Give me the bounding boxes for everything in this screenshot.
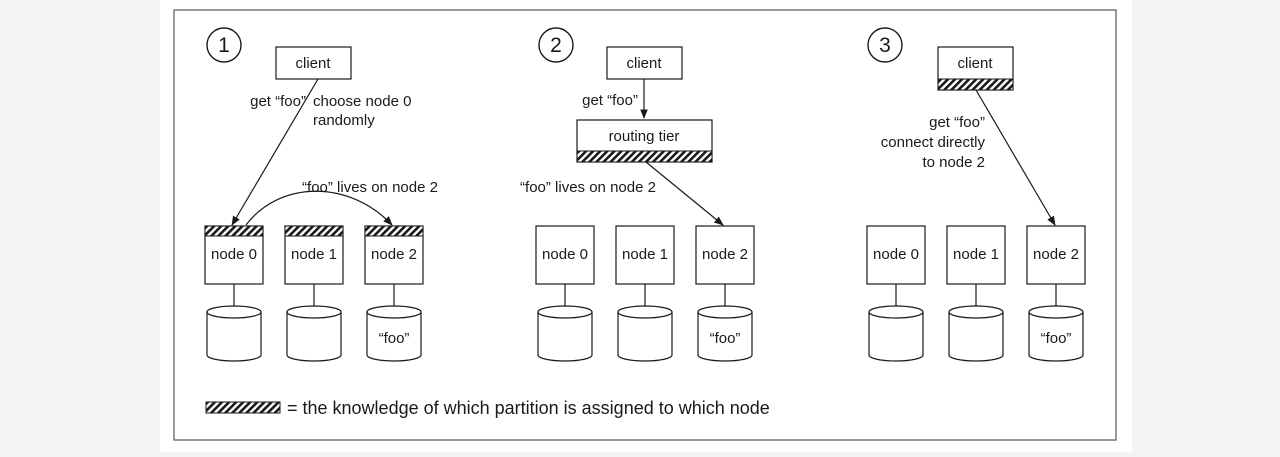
node-label: node 1 [622, 246, 668, 263]
legend-text: = the knowledge of which partition is as… [287, 398, 770, 418]
database-cylinder [617, 305, 673, 362]
get-foo-label: get “foo” [582, 92, 638, 109]
client-label: client [626, 55, 662, 72]
node-label: node 2 [1033, 246, 1079, 263]
node-label: node 1 [291, 246, 337, 263]
client-label: client [295, 55, 331, 72]
database-content: “foo” [1041, 330, 1072, 347]
node-box [615, 225, 675, 285]
node-label: node 0 [211, 246, 257, 263]
routing-tier-label: routing tier [609, 128, 680, 145]
node-box [866, 225, 926, 285]
node-box [695, 225, 755, 285]
client-box [275, 46, 352, 80]
node-label: node 0 [542, 246, 588, 263]
request-arrow [975, 89, 1056, 226]
node-box [946, 225, 1006, 285]
database-cylinder [286, 305, 342, 362]
database-cylinder [868, 305, 924, 362]
diagram-frame [173, 9, 1117, 441]
panel-number-badge [206, 27, 242, 63]
forward-arrow [645, 161, 724, 226]
panel-number: 3 [879, 34, 891, 57]
node-label: node 1 [953, 246, 999, 263]
client-label: client [957, 55, 993, 72]
foo-lives-label: “foo” lives on node 2 [520, 179, 656, 196]
node-label: node 2 [702, 246, 748, 263]
database-cylinder [697, 305, 753, 362]
panel-number: 2 [550, 34, 562, 57]
node-label: node 2 [371, 246, 417, 263]
panel-number-badge [867, 27, 903, 63]
forward-arrow [245, 190, 393, 226]
database-cylinder [366, 305, 422, 362]
routing-knowledge-hatch [937, 78, 1014, 91]
legend: = the knowledge of which partition is as… [205, 398, 770, 418]
database-content: “foo” [710, 330, 741, 347]
panel-1: 1 client get “foo” choose node 0 randoml… [204, 27, 438, 362]
connect-directly-label: connect directly [881, 134, 986, 151]
database-cylinder [1028, 305, 1084, 362]
choose-node-label: choose node 0 [313, 93, 411, 110]
routing-knowledge-hatch [576, 150, 713, 163]
routing-knowledge-hatch [204, 225, 264, 237]
panel-2: 2 client get “foo” routing tier “foo” li… [520, 27, 755, 362]
foo-lives-label: “foo” lives on node 2 [302, 179, 438, 196]
routing-knowledge-hatch [364, 225, 424, 237]
database-cylinder [537, 305, 593, 362]
panel-number: 1 [218, 34, 230, 57]
legend-hatch-swatch [205, 401, 281, 414]
database-cylinder [206, 305, 262, 362]
node-label: node 0 [873, 246, 919, 263]
connect-directly-label-cont: to node 2 [922, 154, 985, 171]
panel-number-badge [538, 27, 574, 63]
choose-node-label-cont: randomly [313, 112, 375, 129]
panel-3: 3 client get “foo” connect directly to n… [866, 27, 1086, 362]
get-foo-label: get “foo” [929, 114, 985, 131]
database-content: “foo” [379, 330, 410, 347]
get-foo-label: get “foo” [250, 93, 306, 110]
request-arrow [231, 78, 319, 226]
routing-knowledge-hatch [284, 225, 344, 237]
database-cylinder [948, 305, 1004, 362]
